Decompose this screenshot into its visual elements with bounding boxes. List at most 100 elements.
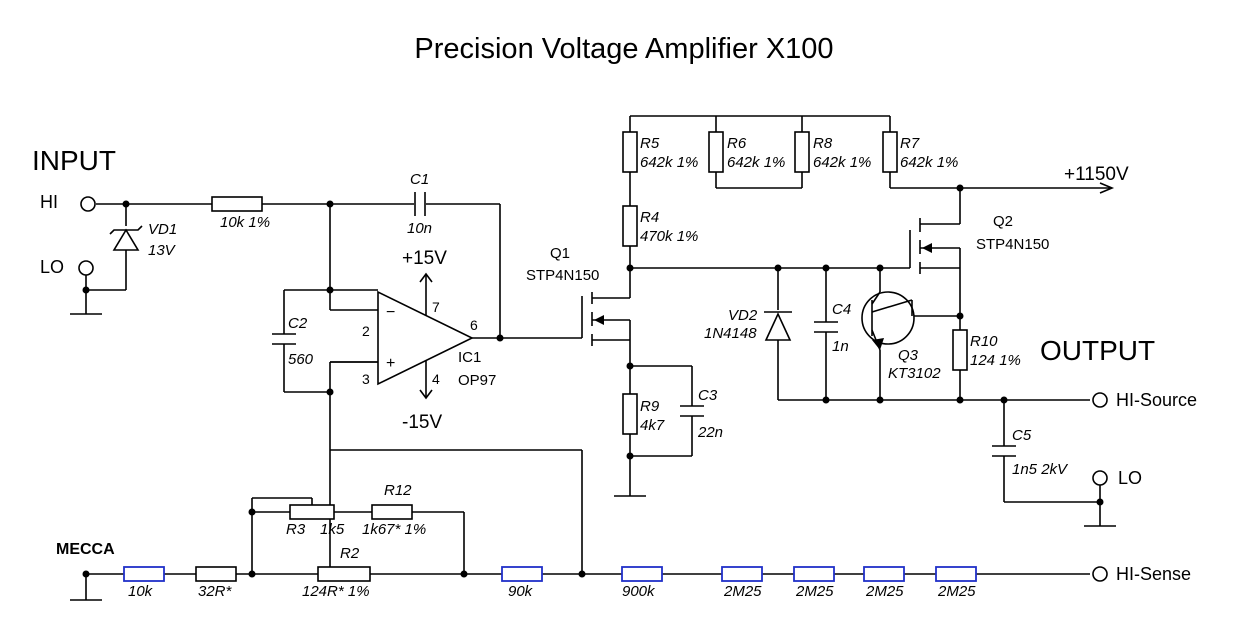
r5-value: 642k 1% xyxy=(640,154,698,171)
r9-ref: R9 xyxy=(640,398,660,415)
resistor-r9 xyxy=(622,393,638,435)
junction-dot xyxy=(460,570,468,578)
output-hi-source-label: HI-Source xyxy=(1116,390,1197,410)
resistor-r6 xyxy=(708,131,724,173)
divider-resistor-label: 2M25 xyxy=(937,583,976,600)
resistor-r7 xyxy=(882,131,898,173)
junction-dot xyxy=(626,452,634,460)
junction-dot xyxy=(578,570,586,578)
hv-resistor-chain-wiring xyxy=(629,115,1115,268)
junction-dot xyxy=(822,396,830,404)
q2-ref: Q2 xyxy=(993,213,1013,230)
vd1-ref: VD1 xyxy=(148,221,177,238)
r4-ref: R4 xyxy=(640,209,659,226)
junction-dot xyxy=(82,570,90,578)
r12-value: 1k67* 1% xyxy=(362,521,426,538)
q3-ref: Q3 xyxy=(898,347,919,364)
c5-ref: C5 xyxy=(1012,427,1032,444)
r10-value: 124 1% xyxy=(970,352,1021,369)
c1-ref: C1 xyxy=(410,171,429,188)
opamp-minus-sign: − xyxy=(386,304,395,321)
c4-value: 1n xyxy=(832,338,849,355)
r10-ref: R10 xyxy=(970,333,998,350)
r6-value: 642k 1% xyxy=(727,154,785,171)
opamp-pin-vneg: 4 xyxy=(432,371,440,387)
divider-resistor xyxy=(863,566,905,582)
r8-value: 642k 1% xyxy=(813,154,871,171)
trimmer-r3 xyxy=(289,504,335,520)
source-network xyxy=(614,365,704,497)
c4-ref: C4 xyxy=(832,301,851,318)
opamp-pin-noninv: 3 xyxy=(362,371,370,387)
resistor-r10 xyxy=(952,329,968,371)
divider-resistor-label: 10k xyxy=(128,583,154,600)
divider-resistor-label: 2M25 xyxy=(795,583,834,600)
q1-part: STP4N150 xyxy=(526,267,599,284)
c2-value: 560 xyxy=(288,351,314,368)
hv-supply-label: +1150V xyxy=(1064,164,1129,185)
capacitor-c1 xyxy=(329,204,501,338)
resistor-r4 xyxy=(622,205,638,247)
c5-value: 1n5 2kV xyxy=(1012,461,1069,478)
q3-part: KT3102 xyxy=(888,365,941,382)
input-hi-terminal[interactable] xyxy=(80,196,96,212)
opamp-pin-out: 6 xyxy=(470,317,478,333)
r5-ref: R5 xyxy=(640,135,660,152)
opamp-plus-sign: + xyxy=(386,355,395,372)
junction-dot xyxy=(326,200,334,208)
q1-ref: Q1 xyxy=(550,245,570,262)
c1-value: 10n xyxy=(407,220,432,237)
r7-ref: R7 xyxy=(900,135,920,152)
zener-diode-vd1 xyxy=(109,225,143,251)
resistor-r2 xyxy=(317,566,371,582)
diode-vd2 xyxy=(764,311,792,341)
mosfet-q1 xyxy=(500,268,631,394)
diagram-title: Precision Voltage Amplifier X100 xyxy=(414,33,833,65)
r3-value: 1k5 xyxy=(320,521,345,538)
c3-ref: C3 xyxy=(698,387,718,404)
output-hi-sense-label: HI-Sense xyxy=(1116,564,1191,584)
r6-ref: R6 xyxy=(727,135,747,152)
r4-value: 470k 1% xyxy=(640,228,698,245)
r2-ref: R2 xyxy=(340,545,360,562)
input-wiring xyxy=(70,203,500,315)
divider-resistor-label: 32R* xyxy=(198,583,233,600)
mosfet-q2 xyxy=(909,188,961,400)
vd1-value: 13V xyxy=(148,242,177,259)
opamp-ic1 xyxy=(330,272,500,400)
resistor-r8 xyxy=(794,131,810,173)
ic1-ref: IC1 xyxy=(458,349,481,366)
output-hi-sense-terminal[interactable] xyxy=(1092,566,1108,582)
junction-dot xyxy=(82,286,90,294)
output-lo-label: LO xyxy=(1118,468,1142,488)
divider-resistor xyxy=(621,566,663,582)
junction-dot xyxy=(1096,498,1104,506)
opamp-pin-vpos: 7 xyxy=(432,299,440,315)
r12-ref: R12 xyxy=(384,482,412,499)
divider-resistor xyxy=(935,566,977,582)
supply-negative-label: -15V xyxy=(402,412,442,433)
c2-ref: C2 xyxy=(288,315,308,332)
output-hi-source-terminal[interactable] xyxy=(1092,392,1108,408)
input-heading: INPUT xyxy=(32,145,116,176)
ic1-part: OP97 xyxy=(458,372,496,389)
r2-value: 124R* 1% xyxy=(302,583,370,600)
junction-dot xyxy=(774,264,782,272)
divider-resistor-label: 900k xyxy=(622,583,656,600)
supply-positive-label: +15V xyxy=(402,248,447,269)
bias-network-wiring xyxy=(630,267,1090,401)
junction-dot xyxy=(626,264,634,272)
divider-resistor-label: 2M25 xyxy=(865,583,904,600)
divider-resistor xyxy=(123,566,165,582)
r9-value: 4k7 xyxy=(640,417,665,434)
c3-value: 22n xyxy=(697,424,723,441)
junction-dot xyxy=(122,200,130,208)
divider-resistor xyxy=(793,566,835,582)
input-lo-terminal[interactable] xyxy=(78,260,94,276)
junction-dot xyxy=(822,264,830,272)
junction-dot xyxy=(876,396,884,404)
r7-value: 642k 1% xyxy=(900,154,958,171)
input-resistor-value: 10k 1% xyxy=(220,214,270,231)
output-lo-terminal[interactable] xyxy=(1092,470,1108,486)
vd2-value: 1N4148 xyxy=(704,325,757,342)
